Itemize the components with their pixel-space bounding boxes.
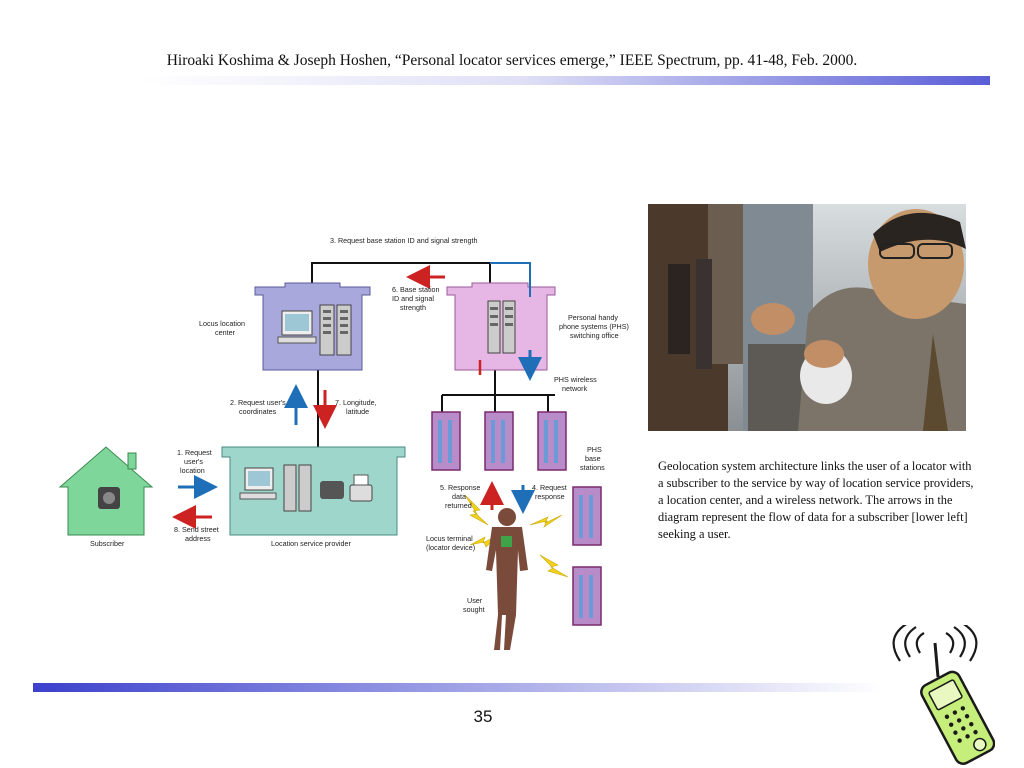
top-divider-bar bbox=[140, 76, 990, 85]
label-locus-terminal-l1: Locus terminal bbox=[426, 534, 473, 543]
label-step8-l1: 8. Send street bbox=[174, 525, 219, 534]
label-phs-network-l1: PHS wireless bbox=[554, 375, 597, 384]
label-user-sought-l2: sought bbox=[463, 605, 485, 614]
phs-box bbox=[446, 282, 556, 371]
photo-man-with-locator bbox=[648, 204, 966, 431]
label-step4-l1: 4. Request bbox=[532, 483, 567, 492]
label-phs-office-l1: Personal handy bbox=[568, 313, 618, 322]
cellphone-clipart-icon bbox=[892, 625, 995, 765]
subscriber-house bbox=[58, 446, 154, 536]
label-step5-l1: 5. Response bbox=[440, 483, 480, 492]
architecture-diagram: 3. Request base station ID and signal st… bbox=[58, 236, 629, 650]
label-step6-l3: strength bbox=[400, 303, 426, 312]
label-step7-l2: latitude bbox=[346, 407, 369, 416]
locus-location-center bbox=[254, 282, 371, 371]
label-step2-l2: coordinates bbox=[239, 407, 277, 416]
phs-base-stations bbox=[431, 411, 602, 626]
label-phs-stations-l1: PHS bbox=[587, 445, 602, 454]
label-phs-office-l3: switching office bbox=[570, 331, 619, 340]
label-lsp: Location service provider bbox=[271, 539, 352, 548]
label-subscriber: Subscriber bbox=[90, 539, 125, 548]
location-service-provider bbox=[221, 446, 406, 536]
label-step5-l3: returned bbox=[445, 501, 472, 510]
label-step8-l2: address bbox=[185, 534, 211, 543]
figure-caption: Geolocation system architecture links th… bbox=[658, 459, 974, 541]
label-phs-network-l2: network bbox=[562, 384, 588, 393]
label-step5-l2: data bbox=[452, 492, 466, 501]
bottom-divider-bar bbox=[33, 683, 883, 692]
label-step6-l2: ID and signal bbox=[392, 294, 434, 303]
connector-lines bbox=[311, 262, 555, 447]
label-user-sought-l1: User bbox=[467, 596, 483, 605]
label-locus-center-l2: center bbox=[215, 328, 236, 337]
label-step4-l2: response bbox=[535, 492, 565, 501]
lsp-box bbox=[221, 446, 406, 536]
label-phs-stations-l2: base bbox=[585, 454, 601, 463]
citation-text: Hiroaki Koshima & Joseph Hoshen, “Person… bbox=[166, 52, 858, 69]
label-step1-l1: 1. Request bbox=[177, 448, 212, 457]
label-step3: 3. Request base station ID and signal st… bbox=[330, 236, 477, 245]
label-step1-l3: location bbox=[180, 466, 205, 475]
phs-switching-office bbox=[446, 282, 556, 371]
label-phs-office-l2: phone systems (PHS) bbox=[559, 322, 629, 331]
label-step6-l1: 6. Base station bbox=[392, 285, 440, 294]
label-locus-terminal-l2: (locator device) bbox=[426, 543, 475, 552]
page-number: 35 bbox=[473, 707, 493, 726]
user-figure bbox=[486, 508, 528, 650]
label-step1-l2: user's bbox=[184, 457, 203, 466]
label-locus-center-l1: Locus location bbox=[199, 319, 245, 328]
label-phs-stations-l3: stations bbox=[580, 463, 605, 472]
label-step7-l1: 7. Longitude, bbox=[335, 398, 377, 407]
label-step2-l1: 2. Request user's bbox=[230, 398, 286, 407]
